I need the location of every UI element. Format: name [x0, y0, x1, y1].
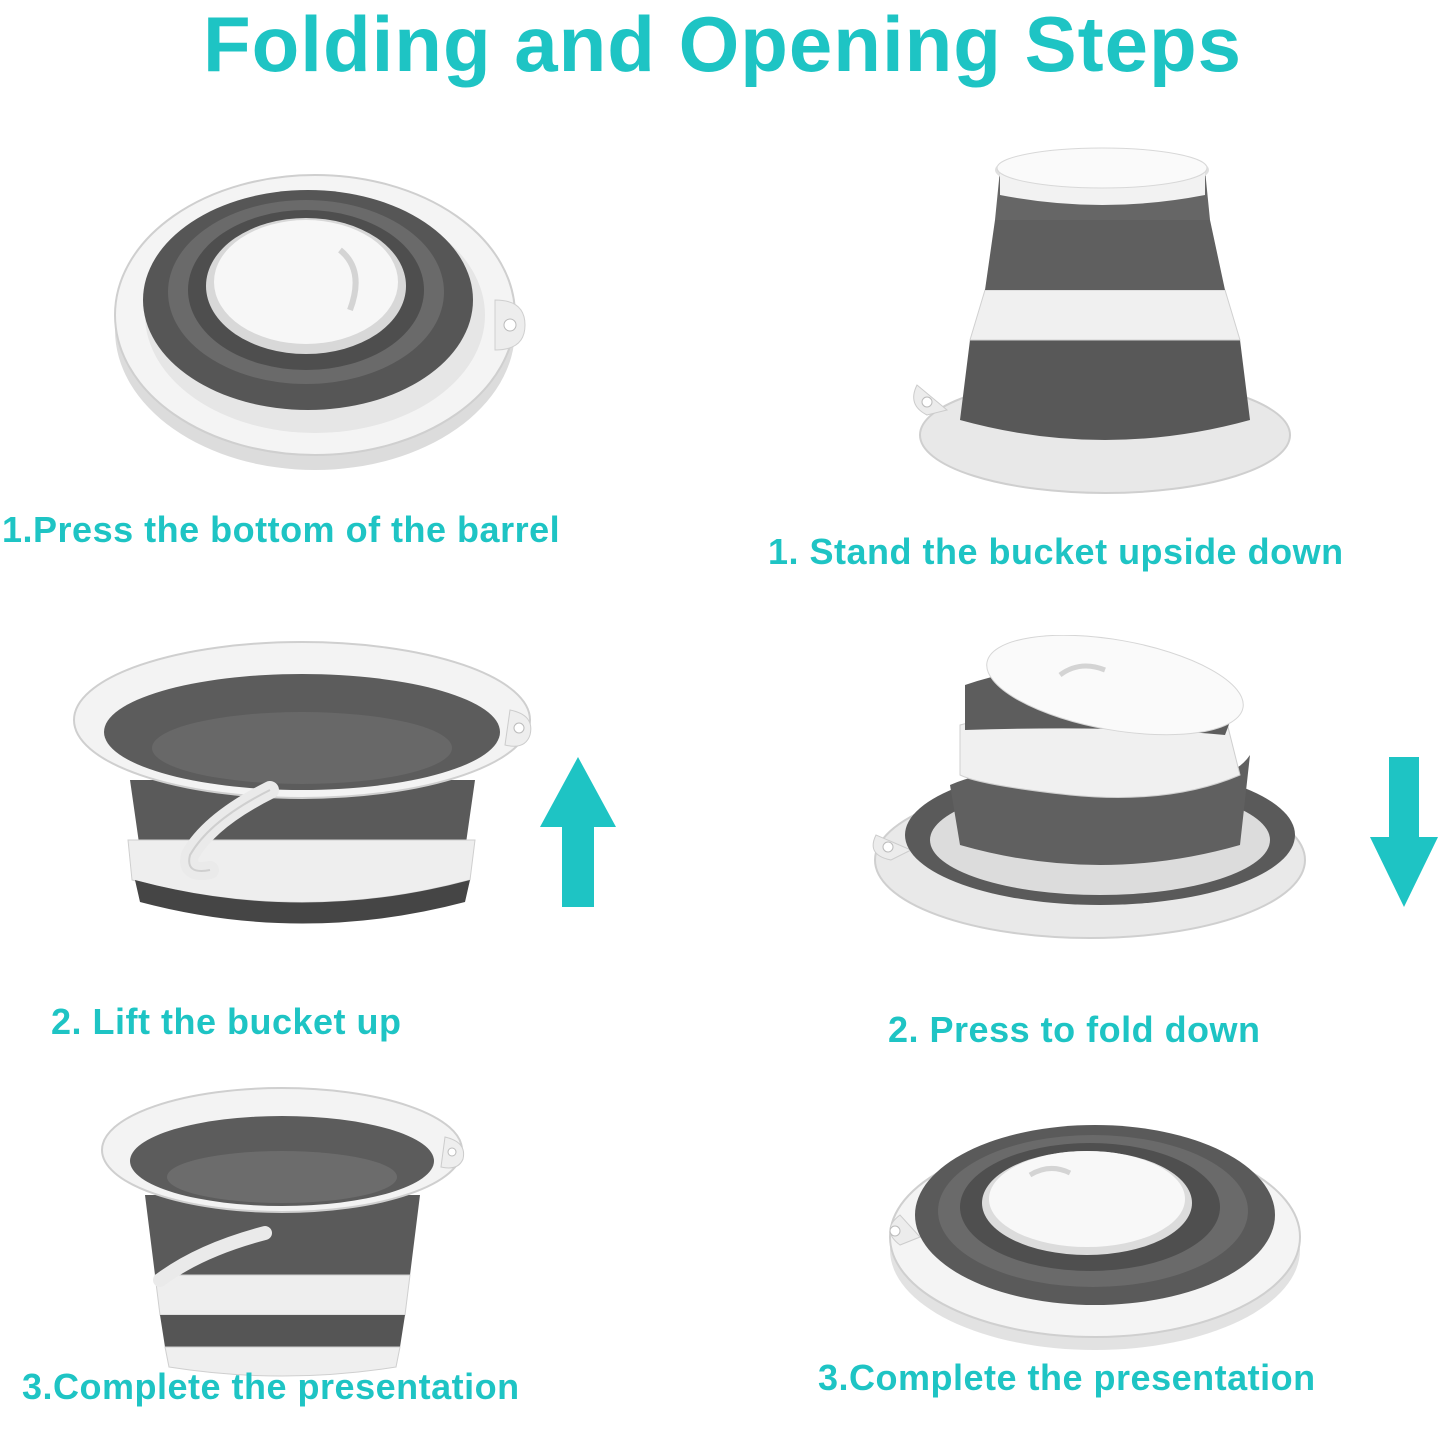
folded-bucket-top-view	[114, 174, 526, 470]
folded-bucket-flat	[889, 1125, 1301, 1350]
pressing-bucket	[872, 635, 1306, 939]
right-step-2-caption: 2. Press to fold down	[888, 1009, 1261, 1050]
down-arrow-icon	[1370, 757, 1438, 907]
left-step-2-caption: 2. Lift the bucket up	[51, 1001, 402, 1042]
opened-bucket	[101, 1087, 465, 1377]
half-opened-bucket	[73, 641, 532, 924]
right-step-1-caption: 1. Stand the bucket upside down	[768, 531, 1344, 572]
right-step-3-caption: 3.Complete the presentation	[818, 1357, 1316, 1398]
upside-down-bucket	[913, 147, 1291, 494]
up-arrow-icon	[540, 757, 616, 907]
left-step-1-caption: 1.Press the bottom of the barrel	[2, 509, 561, 550]
page-title: Folding and Opening Steps	[203, 0, 1242, 88]
left-step-3-caption: 3.Complete the presentation	[22, 1366, 520, 1407]
